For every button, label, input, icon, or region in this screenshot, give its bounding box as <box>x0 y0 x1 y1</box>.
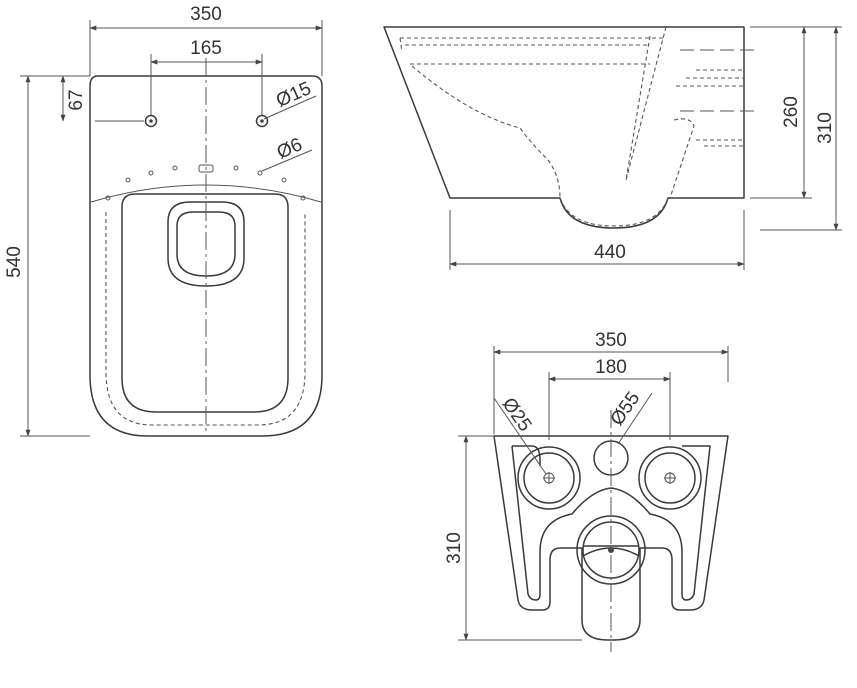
back-bolt-left <box>517 446 581 510</box>
bowl-rim <box>121 193 289 413</box>
fixing-hole-right <box>255 114 269 128</box>
top-view: 350 165 67 540 Ø15 Ø6 <box>4 4 323 437</box>
dim-hole-dia: Ø15 <box>273 78 314 112</box>
outlet-inner <box>176 211 236 277</box>
back-view: 350 180 Ø25 Ø55 310 <box>444 330 729 652</box>
flush-holes <box>105 164 306 201</box>
dim-back-pipe-dia: Ø55 <box>607 388 645 429</box>
dim-small-hole-dia: Ø6 <box>274 134 306 163</box>
dim-back-spacing: 180 <box>595 357 627 378</box>
dim-length: 540 <box>4 246 25 278</box>
bowl-dashed-contour <box>105 212 306 426</box>
dim-side-height-total: 310 <box>815 112 836 144</box>
top-view-outline <box>89 75 323 437</box>
outlet-outer <box>167 201 245 287</box>
dim-back-width: 350 <box>595 330 627 351</box>
side-view: 440 260 310 <box>383 26 842 270</box>
dim-top-width: 350 <box>190 4 222 25</box>
fixing-hole-left <box>144 114 158 128</box>
dim-hole-spacing: 165 <box>190 38 222 59</box>
dim-side-depth: 440 <box>594 242 626 263</box>
dim-back-bolt-dia: Ø25 <box>498 394 536 435</box>
side-bowl-dashed <box>399 37 664 199</box>
dim-hole-offset: 67 <box>66 89 87 110</box>
dim-side-height-inner: 260 <box>781 96 802 128</box>
side-outlet-dashed <box>625 26 695 199</box>
side-view-outline <box>383 26 745 229</box>
back-bolt-right <box>638 446 702 510</box>
dim-back-height: 310 <box>444 532 465 564</box>
back-view-outline <box>493 435 729 641</box>
